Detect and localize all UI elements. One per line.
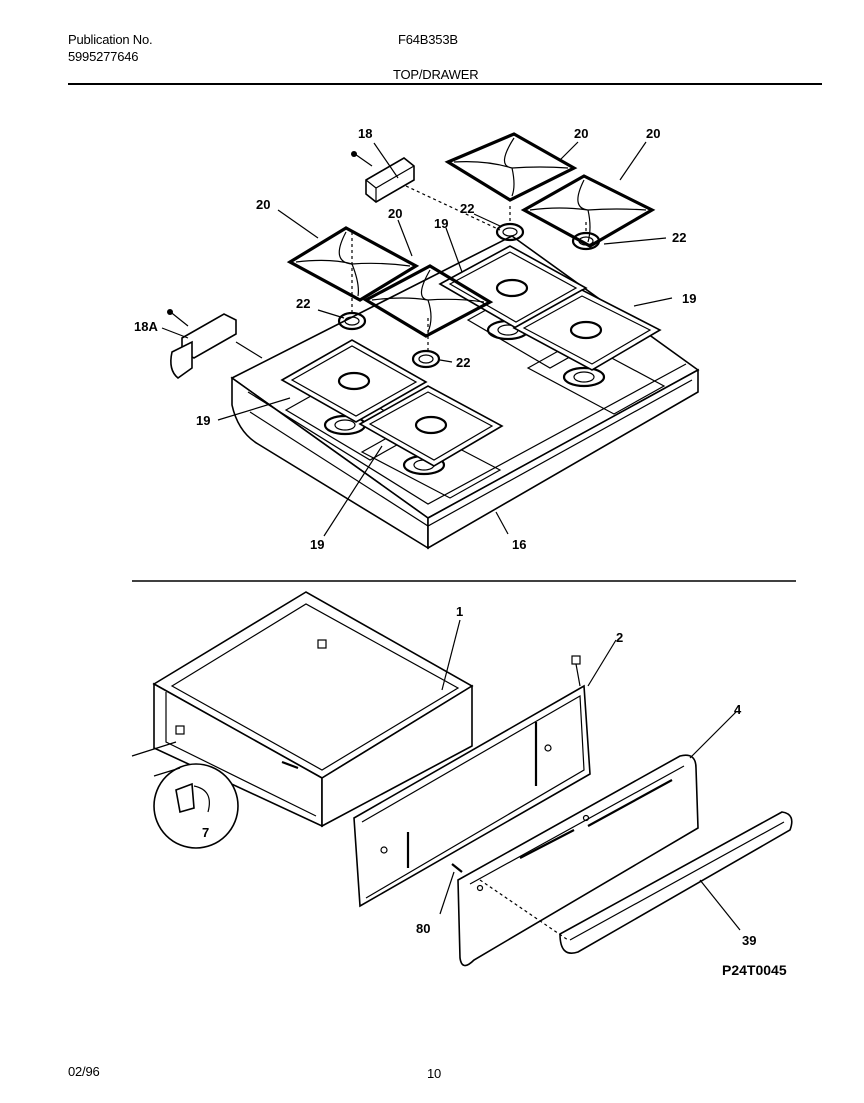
publication-number: 5995277646 xyxy=(68,49,139,64)
drawer-front xyxy=(457,754,699,967)
callout-18: 18 xyxy=(358,126,372,141)
callout-20-a: 20 xyxy=(574,126,588,141)
leader-lines-bottom xyxy=(441,619,741,941)
grate-rear-left xyxy=(444,132,578,202)
drawing-code: P24T0045 xyxy=(722,962,787,978)
grate-rear-right xyxy=(520,174,656,248)
callout-16: 16 xyxy=(512,537,526,552)
screw-80 xyxy=(439,863,463,915)
drawer-body xyxy=(152,591,474,828)
drawer-handle xyxy=(559,811,793,954)
callout-2: 2 xyxy=(616,630,623,645)
callout-20-c: 20 xyxy=(256,197,270,212)
callout-22-a: 22 xyxy=(460,201,474,216)
callout-20-d: 20 xyxy=(388,206,402,221)
callout-19-c: 19 xyxy=(196,413,210,428)
callout-22-d: 22 xyxy=(456,355,470,370)
callout-19-d: 19 xyxy=(310,537,324,552)
drawer-inner-panel xyxy=(353,655,591,908)
bracket-18a xyxy=(167,309,237,380)
drawer-slide-detail xyxy=(131,741,239,849)
callout-22-c: 22 xyxy=(296,296,310,311)
model-number: F64B353B xyxy=(398,32,458,47)
callout-20-b: 20 xyxy=(646,126,660,141)
drip-pan-set xyxy=(280,245,662,467)
grate-left xyxy=(286,226,420,302)
grate-center xyxy=(362,264,494,338)
footer-date: 02/96 xyxy=(68,1064,100,1079)
callout-19-b: 19 xyxy=(682,291,696,306)
callout-1: 1 xyxy=(456,604,463,619)
leader-lines-top xyxy=(161,141,673,537)
bracket-18 xyxy=(351,151,415,203)
callout-22-b: 22 xyxy=(672,230,686,245)
callout-4: 4 xyxy=(734,702,742,717)
callout-labels: 18 20 20 20 20 19 22 22 19 22 18A 22 19 … xyxy=(134,126,787,978)
callout-19-a: 19 xyxy=(434,216,448,231)
callout-80: 80 xyxy=(416,921,430,936)
callout-18a: 18A xyxy=(134,319,158,334)
section-title: TOP/DRAWER xyxy=(393,67,479,82)
publication-label: Publication No. xyxy=(68,32,153,47)
header-rule xyxy=(68,83,822,85)
page-number: 10 xyxy=(427,1066,442,1081)
callout-7: 7 xyxy=(202,825,209,840)
callout-39: 39 xyxy=(742,933,756,948)
